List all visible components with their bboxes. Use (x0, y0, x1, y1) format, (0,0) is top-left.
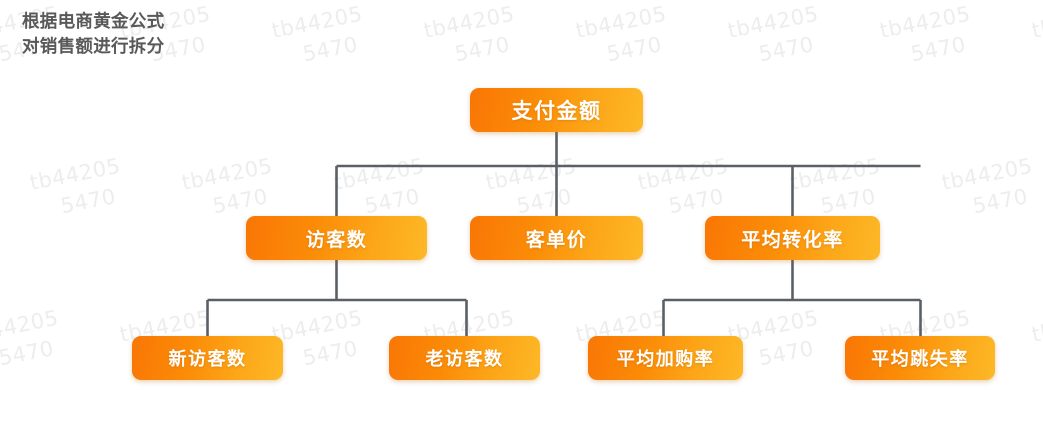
page-title: 根据电商黄金公式对销售额进行拆分 (22, 10, 164, 60)
node-avg-conversion-rate[interactable]: 平均转化率 (705, 216, 880, 260)
node-avg-bounce-rate[interactable]: 平均跳失率 (845, 336, 995, 380)
title-line-2: 对销售额进行拆分 (22, 36, 165, 57)
node-payment-amount[interactable]: 支付金额 (470, 88, 643, 132)
node-avg-add-to-cart-rate[interactable]: 平均加购率 (588, 336, 743, 380)
node-unit-price[interactable]: 客单价 (470, 216, 643, 260)
node-visitors[interactable]: 访客数 (246, 216, 427, 260)
node-new-visitors[interactable]: 新访客数 (132, 336, 283, 380)
title-line-1: 根据电商黄金公式 (22, 12, 165, 32)
node-returning-visitors[interactable]: 老访客数 (389, 336, 540, 380)
